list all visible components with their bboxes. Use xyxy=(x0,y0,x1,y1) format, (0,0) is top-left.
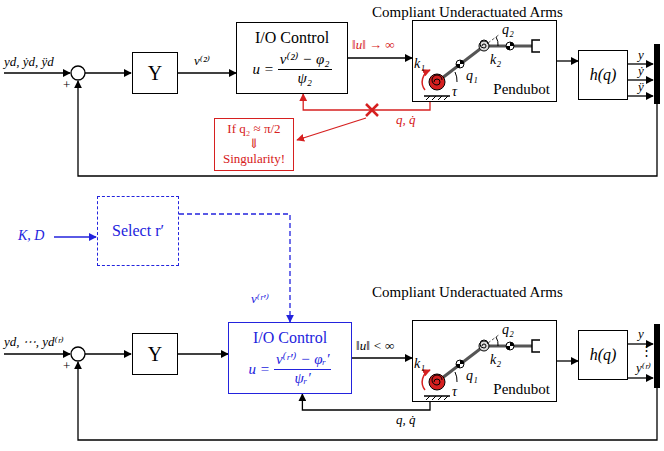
signal-label: q₁ xyxy=(466,68,478,83)
edge-label: v⁽²⁾ xyxy=(193,54,211,68)
box-text: Pendubot xyxy=(493,81,550,98)
output-map-box: h(q) xyxy=(578,50,628,100)
warning-box: If q₂ ≈ π/2⇓Singularity! xyxy=(214,118,294,171)
signal-label: ẏ xyxy=(638,64,644,78)
signal-label: τ xyxy=(452,84,457,99)
signal-label: q₂ xyxy=(502,22,514,37)
output-bar xyxy=(654,44,660,104)
box-content: Select r′ xyxy=(112,222,164,240)
signal-connector xyxy=(178,353,228,354)
box-text: Pendubot xyxy=(493,381,550,398)
output-wire xyxy=(628,377,653,378)
box-content: I/O Control u =v⁽ʳ′⁾ − φᵣ′ψᵣ′ xyxy=(249,329,332,387)
operator-box: Υ xyxy=(132,333,178,375)
summing-junction xyxy=(71,347,85,361)
edge-label: q, q̇ xyxy=(395,113,417,127)
signal-connector xyxy=(557,60,578,61)
box-content: Pendubot xyxy=(493,81,556,101)
signal-label: ÿ xyxy=(638,80,644,94)
output-bar xyxy=(654,324,660,388)
input-wire xyxy=(4,72,70,73)
signal-label: K, D xyxy=(18,228,44,243)
signal-label: k₁ xyxy=(414,356,425,371)
edge-label: v⁽ʳ′⁾ xyxy=(250,292,270,306)
box-content: h(q) xyxy=(590,346,617,364)
fraction: v⁽²⁾ − φ₂ψ₂ xyxy=(278,51,332,87)
plant-box: Pendubot xyxy=(412,20,557,102)
signal-label: τ xyxy=(452,384,457,399)
input-wire xyxy=(4,353,70,354)
operator-box: Υ xyxy=(132,52,178,94)
box-text: Singularity! xyxy=(223,152,285,167)
signal-label: Compliant Underactuated Arms xyxy=(372,4,563,21)
selector-box: Select r′ xyxy=(97,196,179,266)
signal-connector xyxy=(352,357,412,358)
signal-label: yd, ẏd, ÿd xyxy=(4,55,54,69)
signal-label: y xyxy=(638,48,644,62)
box-text: Υ xyxy=(148,62,162,85)
signal-label: y xyxy=(638,327,644,341)
fraction-denominator: ψᵣ′ xyxy=(295,370,311,387)
signal-connector xyxy=(348,57,412,58)
signal-label: k₁ xyxy=(414,56,425,71)
box-content: Υ xyxy=(148,62,162,85)
box-title: I/O Control xyxy=(255,29,329,47)
fraction-denominator: ψ₂ xyxy=(297,70,312,87)
signal-connector xyxy=(178,72,236,73)
fraction: v⁽ʳ′⁾ − φᵣ′ψᵣ′ xyxy=(274,351,332,387)
signal-label: k₂ xyxy=(490,52,501,67)
box-content: If q₂ ≈ π/2⇓Singularity! xyxy=(223,122,285,167)
box-text: Select r′ xyxy=(112,222,164,240)
control-law: u =v⁽ʳ′⁾ − φᵣ′ψᵣ′ xyxy=(249,351,332,387)
signal-label: + xyxy=(63,359,70,373)
plant-box: Pendubot xyxy=(412,320,557,402)
edge-label: q, q̇ xyxy=(395,413,417,427)
output-map-box: h(q) xyxy=(578,330,628,380)
signal-label: Compliant Underactuated Arms xyxy=(372,284,563,301)
box-content: h(q) xyxy=(590,66,617,84)
box-text: Υ xyxy=(148,343,162,366)
box-text: h(q) xyxy=(590,346,617,364)
signal-label: ⋮ xyxy=(640,344,653,358)
signal-label: q₂ xyxy=(502,322,514,337)
box-text: h(q) xyxy=(590,66,617,84)
signal-label: yd, ⋯, yd⁽ʳ⁾ xyxy=(4,335,64,349)
signal-connector xyxy=(302,394,430,410)
wire xyxy=(85,353,131,354)
wire xyxy=(85,72,131,73)
signal-connector xyxy=(303,94,430,110)
gain-wire xyxy=(54,236,96,237)
fraction-numerator: v⁽ʳ′⁾ − φᵣ′ xyxy=(274,351,332,369)
callout-arrow xyxy=(297,118,366,140)
box-content: Pendubot xyxy=(493,381,556,401)
signal-label: k₂ xyxy=(490,352,501,367)
feedback-wire xyxy=(78,81,657,176)
signal-label: y⁽ʳ⁾ xyxy=(636,361,651,375)
box-text: ⇓ xyxy=(249,137,260,152)
edge-label: ‖u‖ < ∞ xyxy=(355,339,395,353)
control-law: u = v⁽²⁾ − φ₂ψ₂ xyxy=(252,51,331,87)
fraction-numerator: v⁽²⁾ − φ₂ xyxy=(278,51,332,69)
controller-box: I/O Control u = v⁽²⁾ − φ₂ψ₂ xyxy=(236,22,348,94)
box-text: If q₂ ≈ π/2 xyxy=(227,122,280,137)
output-wire xyxy=(628,95,653,96)
signal-label: + xyxy=(63,78,70,92)
formula-text: u = xyxy=(249,361,270,378)
signal-connector xyxy=(179,214,290,322)
signal-connector xyxy=(557,360,578,361)
controller-box: I/O Control u =v⁽ʳ′⁾ − φᵣ′ψᵣ′ xyxy=(228,322,352,394)
summing-junction xyxy=(71,66,85,80)
signal-label: q₁ xyxy=(466,368,478,383)
edge-label: ‖u‖ → ∞ xyxy=(351,38,396,52)
box-content: Υ xyxy=(148,343,162,366)
box-content: I/O Control u = v⁽²⁾ − φ₂ψ₂ xyxy=(252,29,331,87)
formula-text: u = xyxy=(252,61,273,78)
box-title: I/O Control xyxy=(253,329,327,347)
